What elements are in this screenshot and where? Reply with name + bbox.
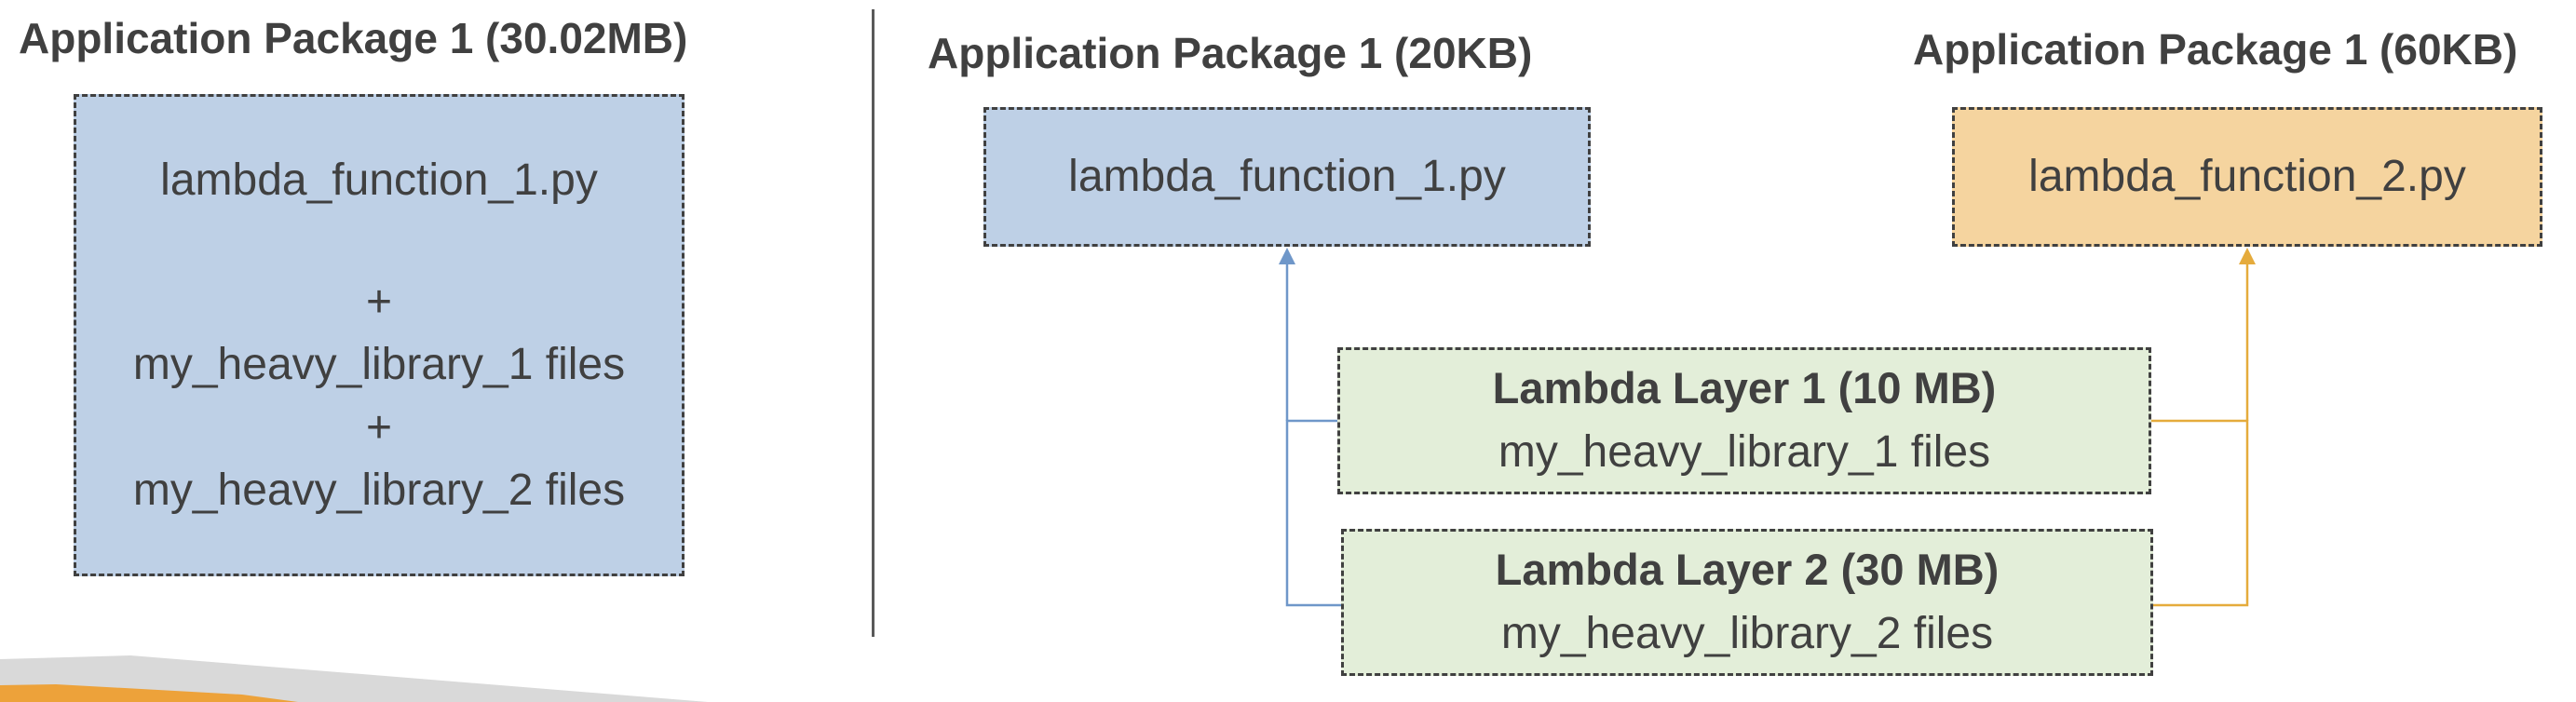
combined-library-1-files: my_heavy_library_1 files xyxy=(132,340,626,390)
panel-divider xyxy=(872,9,874,637)
combined-library-2-files: my_heavy_library_2 files xyxy=(132,465,626,515)
lambda-layer-2-box: Lambda Layer 2 (30 MB) my_heavy_library_… xyxy=(1341,529,2153,676)
package-b-file: lambda_function_2.py xyxy=(2028,152,2466,202)
combined-plus-sign: + xyxy=(365,277,393,328)
package-b-title: Application Package 1 (60KB) xyxy=(1913,25,2518,74)
band-gray-stripe xyxy=(0,655,708,702)
blue-arrowhead-icon xyxy=(1279,248,1295,264)
combined-package-box: lambda_function_1.py + my_heavy_library_… xyxy=(74,94,685,576)
combined-function-file: lambda_function_1.py xyxy=(160,155,598,206)
package-a-title: Application Package 1 (20KB) xyxy=(928,29,1533,77)
orange-connector xyxy=(2151,248,2256,607)
lambda-layer-2-name: Lambda Layer 2 (30 MB) xyxy=(1495,545,2000,595)
combined-package-title: Application Package 1 (30.02MB) xyxy=(19,14,688,62)
lambda-layer-1-content: my_heavy_library_1 files xyxy=(1498,427,1991,478)
blue-connector xyxy=(1279,248,1341,607)
package-a-file: lambda_function_1.py xyxy=(1068,152,1506,202)
package-b-box: lambda_function_2.py xyxy=(1952,107,2542,247)
lambda-layer-1-name: Lambda Layer 1 (10 MB) xyxy=(1492,363,1997,413)
lambda-layer-2-content: my_heavy_library_2 files xyxy=(1500,609,1994,659)
package-a-box: lambda_function_1.py xyxy=(983,107,1591,247)
band-orange-stripe xyxy=(0,684,298,702)
orange-connector-line xyxy=(2151,419,2249,607)
blue-connector-line xyxy=(1285,419,1341,607)
orange-arrowhead-icon xyxy=(2239,248,2256,264)
lambda-layer-1-box: Lambda Layer 1 (10 MB) my_heavy_library_… xyxy=(1337,347,2151,494)
combined-plus-sign: + xyxy=(365,402,393,452)
